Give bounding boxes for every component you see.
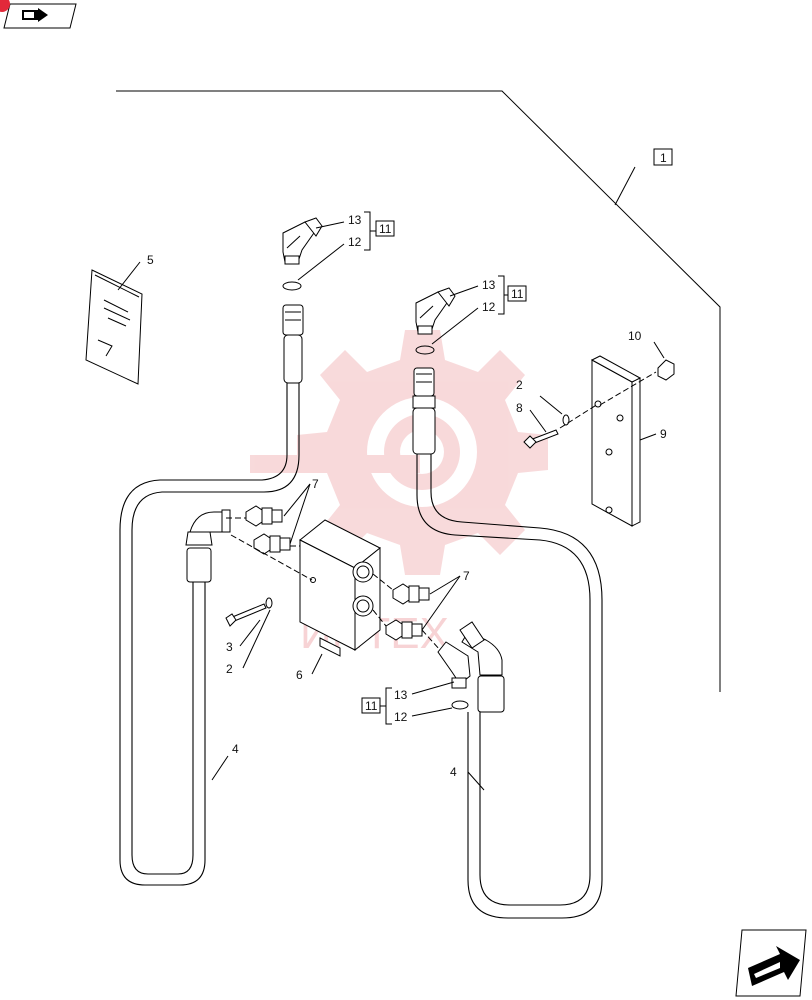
elbow-fitting-upper-right	[415, 287, 456, 335]
callout-5: 5	[147, 253, 154, 267]
callout-13-b: 13	[482, 278, 496, 292]
callout-9: 9	[660, 427, 667, 441]
callout-12-c: 12	[394, 710, 408, 724]
callout-13-a: 13	[348, 213, 362, 227]
callout-2-b: 2	[516, 378, 523, 392]
connector-left-lower	[253, 533, 291, 555]
mounting-bracket	[590, 355, 642, 527]
callout-12-b: 12	[482, 300, 496, 314]
o-ring-upper-left	[282, 281, 302, 291]
callout-4-b: 4	[450, 765, 457, 779]
connector-left-upper	[245, 505, 283, 527]
kit-outline	[116, 90, 721, 692]
callout-12-a: 12	[348, 235, 362, 249]
elbow-fitting-upper-left	[282, 217, 323, 265]
callout-2-a: 2	[226, 662, 233, 676]
callout-11-c: 11	[365, 699, 378, 713]
nut	[657, 359, 675, 381]
callout-8: 8	[516, 401, 523, 415]
bolt-right	[523, 429, 559, 449]
next-page-arrow-icon[interactable]	[735, 929, 807, 997]
washer-right	[562, 414, 570, 426]
callout-7-a: 7	[312, 477, 319, 491]
callout-7-b: 7	[463, 569, 470, 583]
callout-10: 10	[628, 329, 642, 343]
washer-left	[265, 597, 273, 609]
bolt-left	[225, 603, 267, 627]
folder-arrow-icon[interactable]	[0, 0, 77, 29]
callout-13-c: 13	[394, 688, 408, 702]
valve-block	[299, 519, 381, 657]
callout-4-a: 4	[232, 742, 239, 756]
hose-right	[412, 367, 603, 919]
callout-3: 3	[226, 640, 233, 654]
connector-right-upper	[392, 583, 430, 605]
callout-11-b: 11	[511, 287, 524, 301]
callout-1: 1	[660, 151, 667, 165]
connector-right-lower	[385, 619, 423, 641]
o-ring-upper-right	[415, 345, 435, 355]
callout-box-1	[653, 148, 673, 166]
callout-6: 6	[296, 668, 303, 682]
hose-left	[119, 304, 304, 886]
o-ring-lower	[451, 700, 469, 710]
elbow-fitting-lower	[437, 641, 471, 689]
callout-11-a: 11	[379, 222, 392, 236]
manual-booklet	[85, 269, 143, 385]
